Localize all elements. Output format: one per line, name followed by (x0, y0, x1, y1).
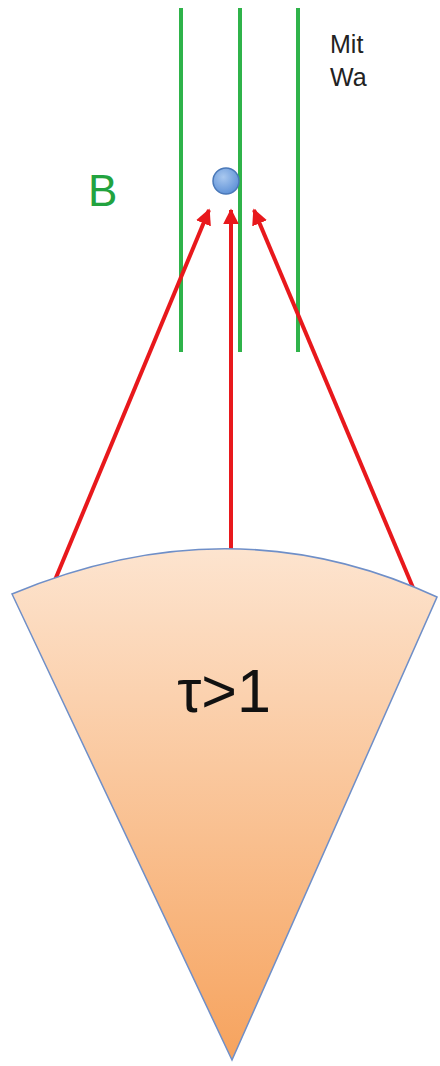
heading-text: Wa (330, 63, 367, 92)
particle (213, 168, 239, 194)
field-label: B (88, 166, 117, 216)
cone-outline (8, 538, 440, 1064)
optically-thick-cone: τ>1 (8, 538, 440, 1064)
optical-depth-label: τ>1 (8, 656, 440, 726)
heading-text: Mit (330, 30, 363, 59)
radiation-arrows (50, 210, 414, 592)
magnetic-field-lines (181, 8, 298, 352)
